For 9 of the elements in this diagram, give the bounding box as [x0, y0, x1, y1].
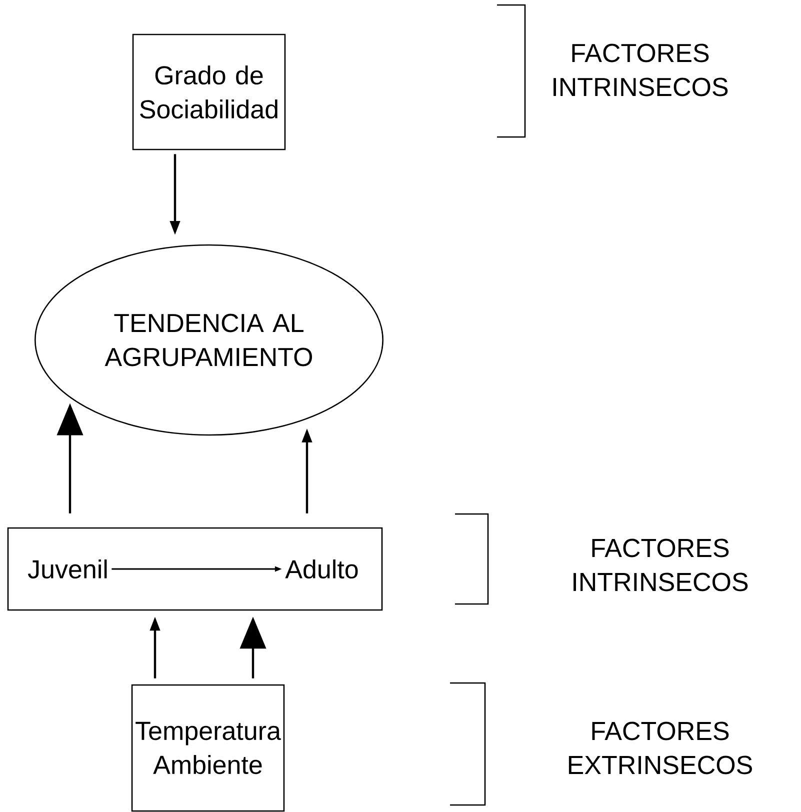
group-label: FACTORES INTRINSECOS [574, 538, 748, 592]
process-box: Temperatura Ambiente [131, 684, 285, 812]
process-box: Grado de Sociabilidad [132, 34, 286, 150]
group-label: FACTORES EXTRINSECOS [568, 722, 752, 774]
stage-label: Adulto [285, 559, 358, 579]
group-label: FACTORES INTRINSECOS [554, 44, 728, 96]
stage-label: Juvenil [28, 559, 107, 579]
ellipse-node: TENDENCIA AL AGRUPAMIENTO [34, 244, 384, 436]
group-box [7, 527, 383, 611]
